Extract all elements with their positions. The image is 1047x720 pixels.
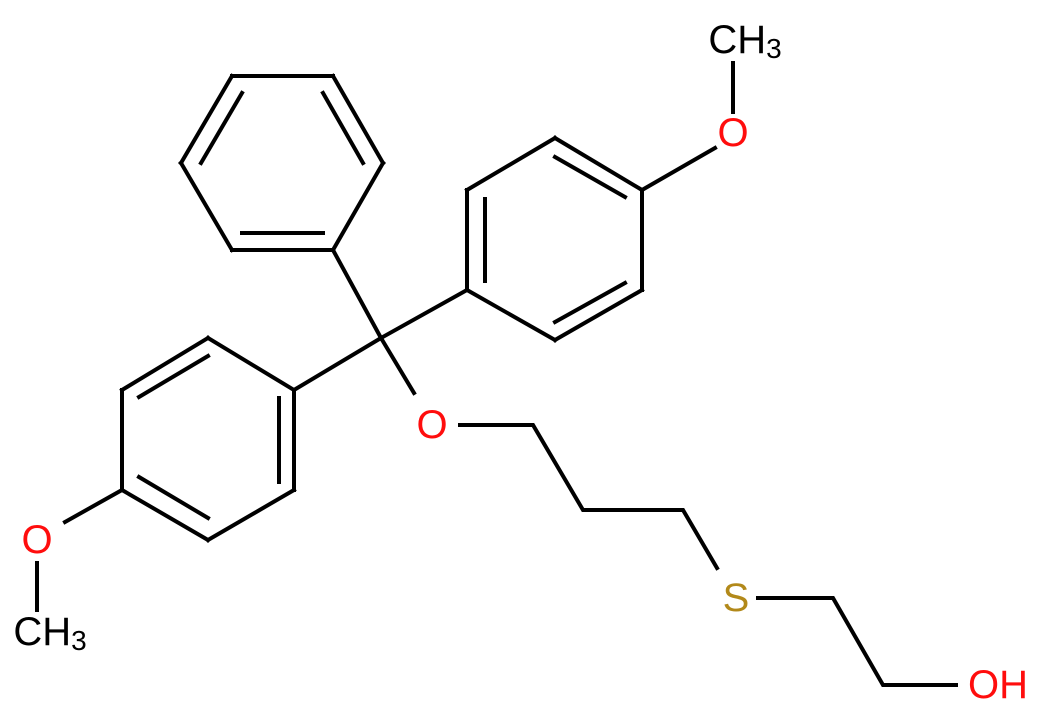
ch3-label-top: CH3 — [708, 18, 781, 64]
bond-c-ring-left — [291, 335, 384, 393]
sulfur-label: S — [723, 576, 750, 620]
ch3-label-left: CH3 — [13, 610, 86, 656]
oxygen-label-ether: O — [416, 403, 447, 447]
bond-ring-o-left — [62, 487, 125, 525]
phenyl-ring — [178, 73, 386, 253]
oxygen-label-methoxy-top: O — [717, 111, 748, 155]
methoxyphenyl-ring-top — [464, 135, 645, 343]
oxygen-label-methoxy-left: O — [21, 518, 52, 562]
methoxyphenyl-ring-left — [119, 335, 297, 543]
bond-c-phenyl — [330, 247, 384, 341]
bond-ring-o-top — [639, 145, 718, 193]
bond-c-o-ether — [378, 335, 417, 396]
ethyl-chain — [756, 596, 958, 687]
bond-c-ring-top — [378, 287, 470, 341]
hydroxyl-label: OH — [968, 663, 1028, 707]
propyl-chain — [458, 423, 720, 571]
